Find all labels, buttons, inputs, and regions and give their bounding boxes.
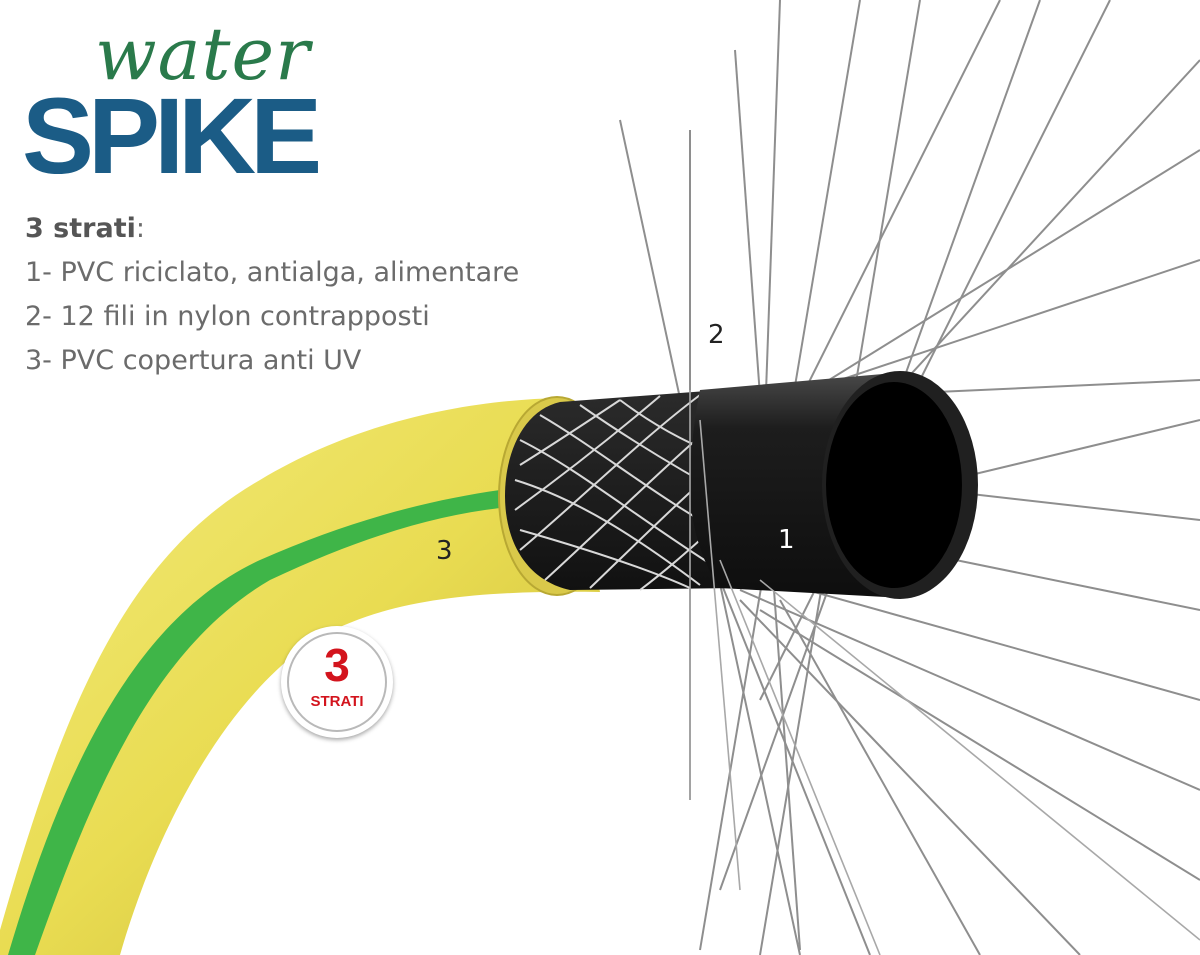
badge-number: 3	[324, 639, 350, 691]
logo-spike-text: SPIKE	[22, 75, 322, 196]
spec-layer-1: 1- PVC riciclato, antialga, alimentare	[25, 257, 520, 288]
badge-ring	[287, 632, 387, 732]
outer-yellow-hose	[0, 398, 600, 955]
spec-title: 3 strati:	[25, 207, 519, 251]
label-layer-3: 3	[436, 536, 453, 566]
layer-spec-list: 3 strati: 1- PVC riciclato, antialga, al…	[25, 207, 519, 383]
green-stripe	[8, 490, 500, 955]
spec-layer-2: 2- 12 fili in nylon contrapposti	[25, 301, 430, 332]
nylon-mesh-layer	[505, 390, 740, 590]
foreground-threads	[689, 390, 1200, 955]
spec-title-text: 3 strati	[25, 213, 136, 244]
three-layers-badge: 3 STRATI	[281, 626, 393, 738]
logo-water-text: water	[95, 12, 311, 96]
label-layer-2: 2	[708, 320, 725, 350]
badge-text: STRATI	[310, 693, 364, 710]
spec-layer-3: 3- PVC copertura anti UV	[25, 345, 362, 376]
label-layer-1: 1	[778, 525, 795, 555]
inner-tube-bore	[826, 382, 962, 588]
spec-title-colon: :	[135, 213, 145, 244]
